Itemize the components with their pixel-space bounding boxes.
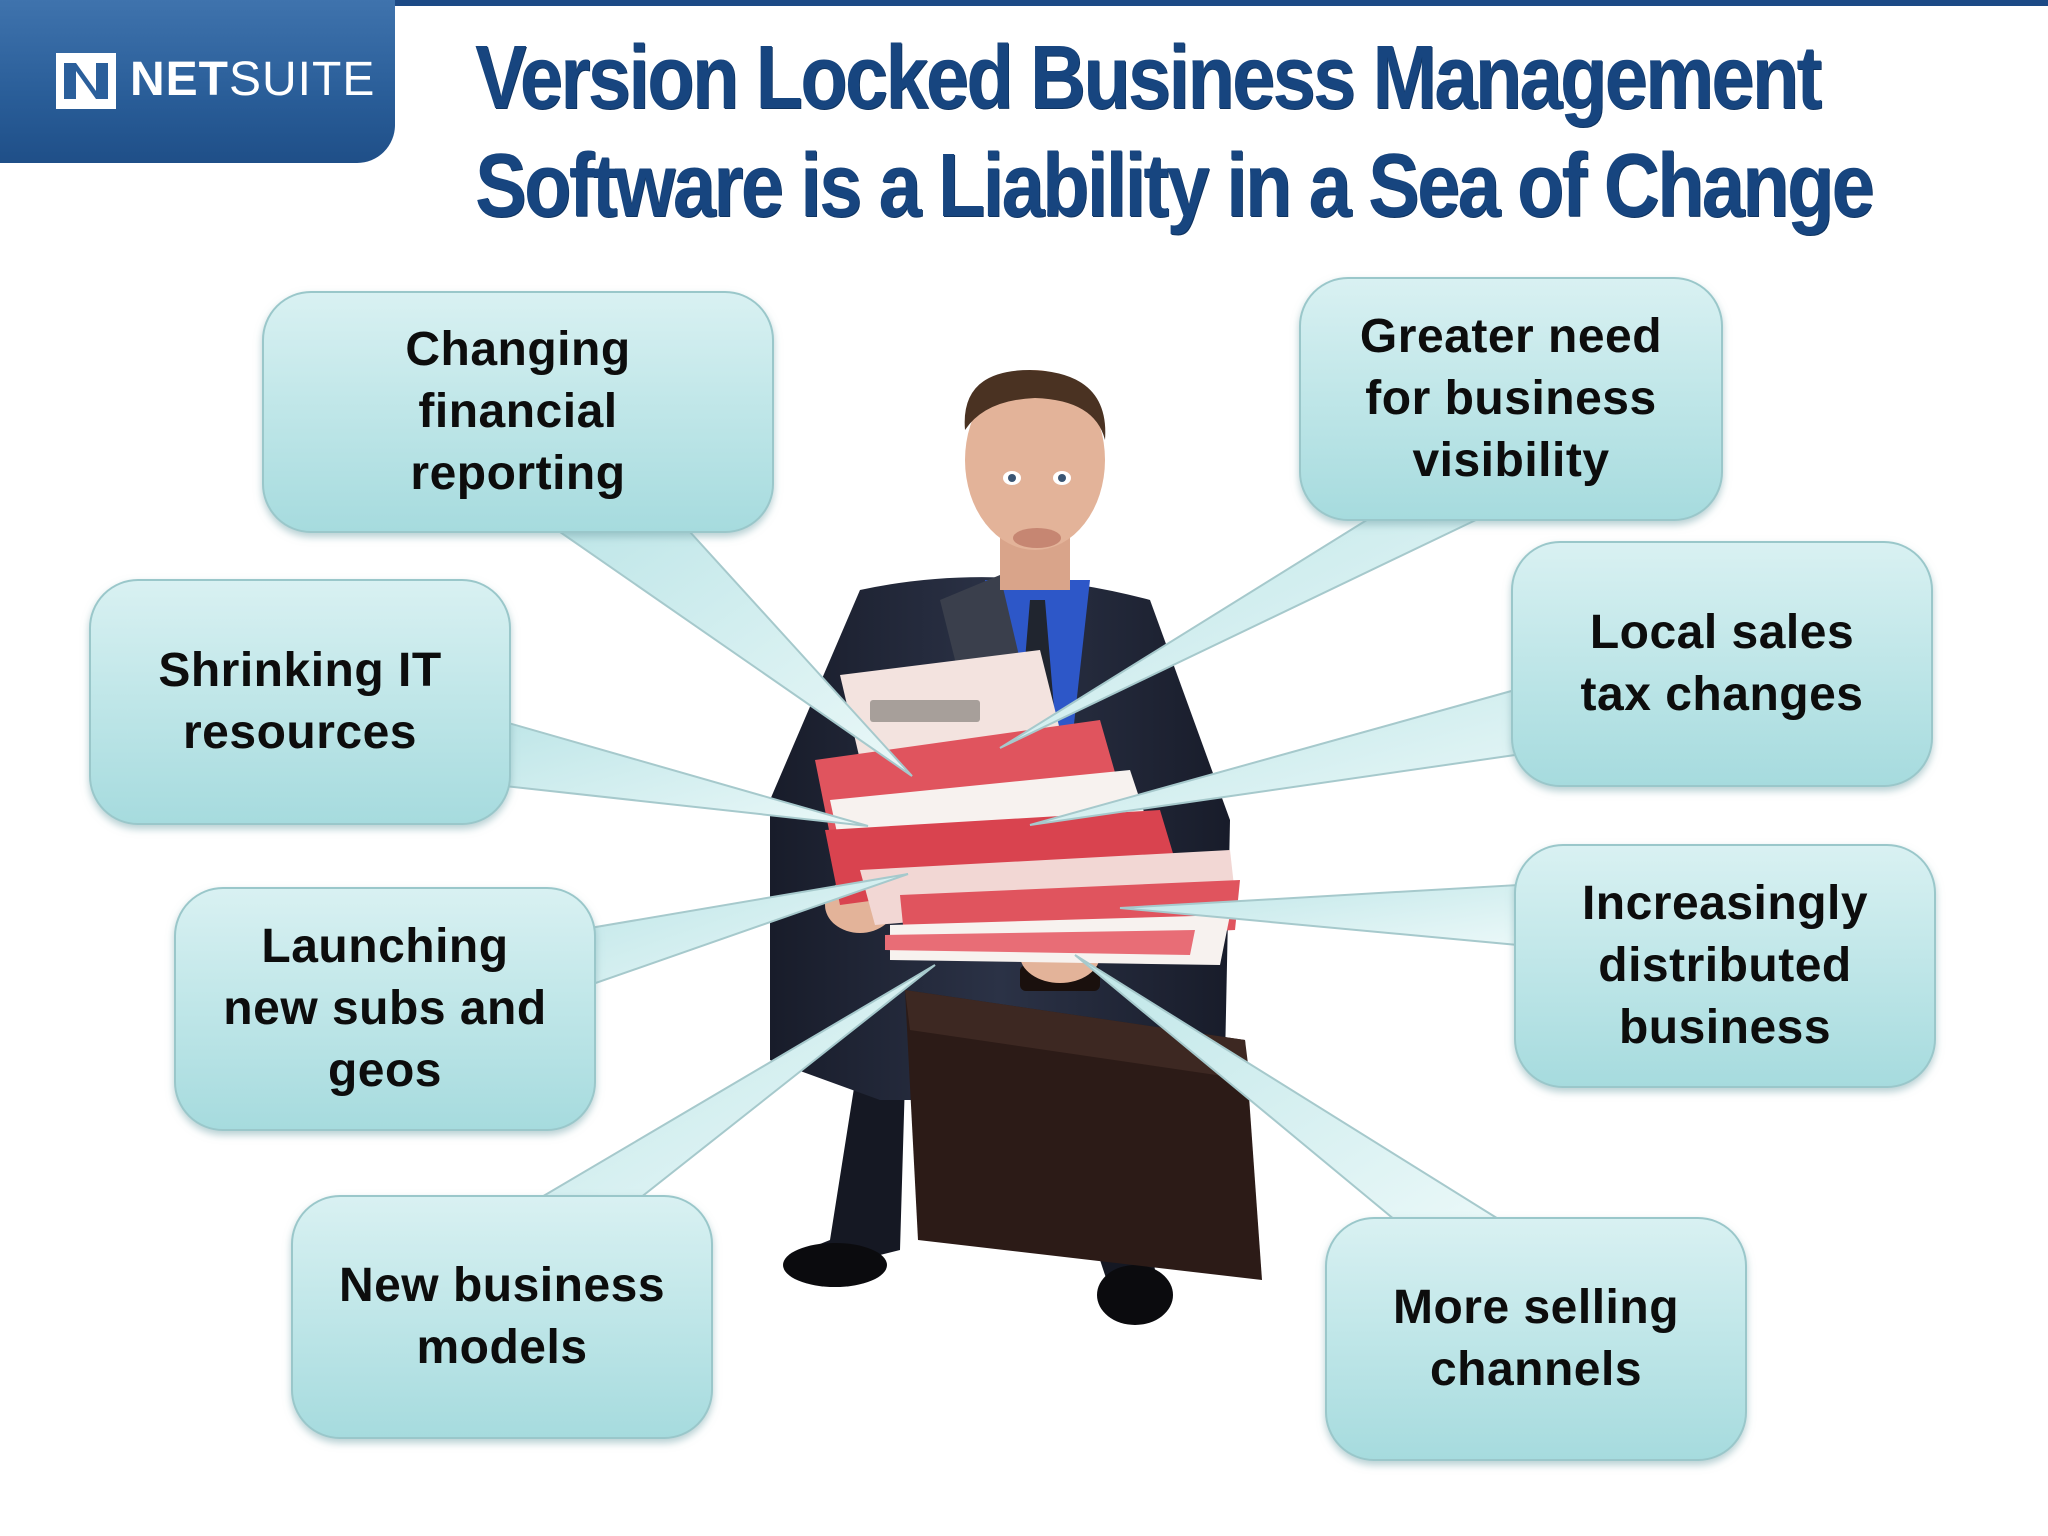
collar — [940, 575, 1020, 680]
callout-launching-subs-geos: Launching new subs and geos — [175, 888, 595, 1130]
hair — [964, 370, 1106, 440]
callout-text: Greater need for business visibility — [1359, 310, 1663, 487]
bubble-shape-more-selling-channels — [1325, 1217, 1747, 1461]
callout-pointers — [504, 517, 1519, 1221]
netsuite-logo-icon — [56, 53, 116, 109]
callout-bubbles — [89, 277, 1936, 1461]
bubble-shape-changing-financial-reporting — [262, 291, 774, 533]
title-line-2: Software is a Liability in a Sea of Chan… — [475, 136, 1875, 236]
title-line-1: Version Locked Business Management — [475, 28, 1822, 128]
brand-wordmark: NETSUITE — [130, 50, 375, 110]
bubble-shape-greater-need-visibility — [1299, 277, 1723, 521]
callout-increasingly-distributed: Increasingly distributed business — [1515, 845, 1935, 1087]
businessman-illustration — [770, 370, 1262, 1325]
bubble-shape-launching-subs-geos — [174, 887, 596, 1131]
head — [965, 370, 1105, 550]
bubble-shape-new-business-models — [291, 1195, 713, 1439]
bubble-shape-increasingly-distributed — [1514, 844, 1936, 1088]
folder-stack — [815, 650, 1240, 965]
callout-text: Shrinking IT resources — [158, 644, 442, 759]
mouth — [1013, 528, 1061, 548]
bubble-shape-local-sales-tax — [1511, 541, 1933, 787]
callout-local-sales-tax: Local sales tax changes — [1512, 542, 1932, 786]
left-shoe — [783, 1243, 887, 1287]
slide-title: Version Locked Business Management Softw… — [475, 24, 1875, 240]
callout-text: Local sales tax changes — [1580, 606, 1864, 721]
brand-name-regular: SUITE — [229, 53, 376, 106]
brand-name-bold: NET — [130, 53, 229, 106]
callout-shrinking-it-resources: Shrinking IT resources — [90, 580, 510, 824]
bubble-shape-shrinking-it-resources — [89, 579, 511, 825]
top-rule — [0, 0, 2048, 6]
logo-tab: NETSUITE — [0, 0, 395, 163]
callout-greater-need-visibility: Greater need for business visibility — [1300, 278, 1722, 520]
callout-text: Launching new subs and geos — [223, 920, 547, 1097]
callout-changing-financial-reporting: Changing financial reporting — [263, 292, 773, 532]
callout-new-business-models: New business models — [292, 1196, 712, 1438]
right-shoe — [1097, 1265, 1173, 1325]
callout-text: New business models — [338, 1259, 666, 1374]
callout-text: Changing financial reporting — [405, 323, 631, 500]
callout-text: More selling channels — [1392, 1281, 1680, 1396]
callout-text: Increasingly distributed business — [1581, 877, 1869, 1054]
callout-more-selling-channels: More selling channels — [1326, 1218, 1746, 1460]
left-leg — [805, 1050, 905, 1270]
